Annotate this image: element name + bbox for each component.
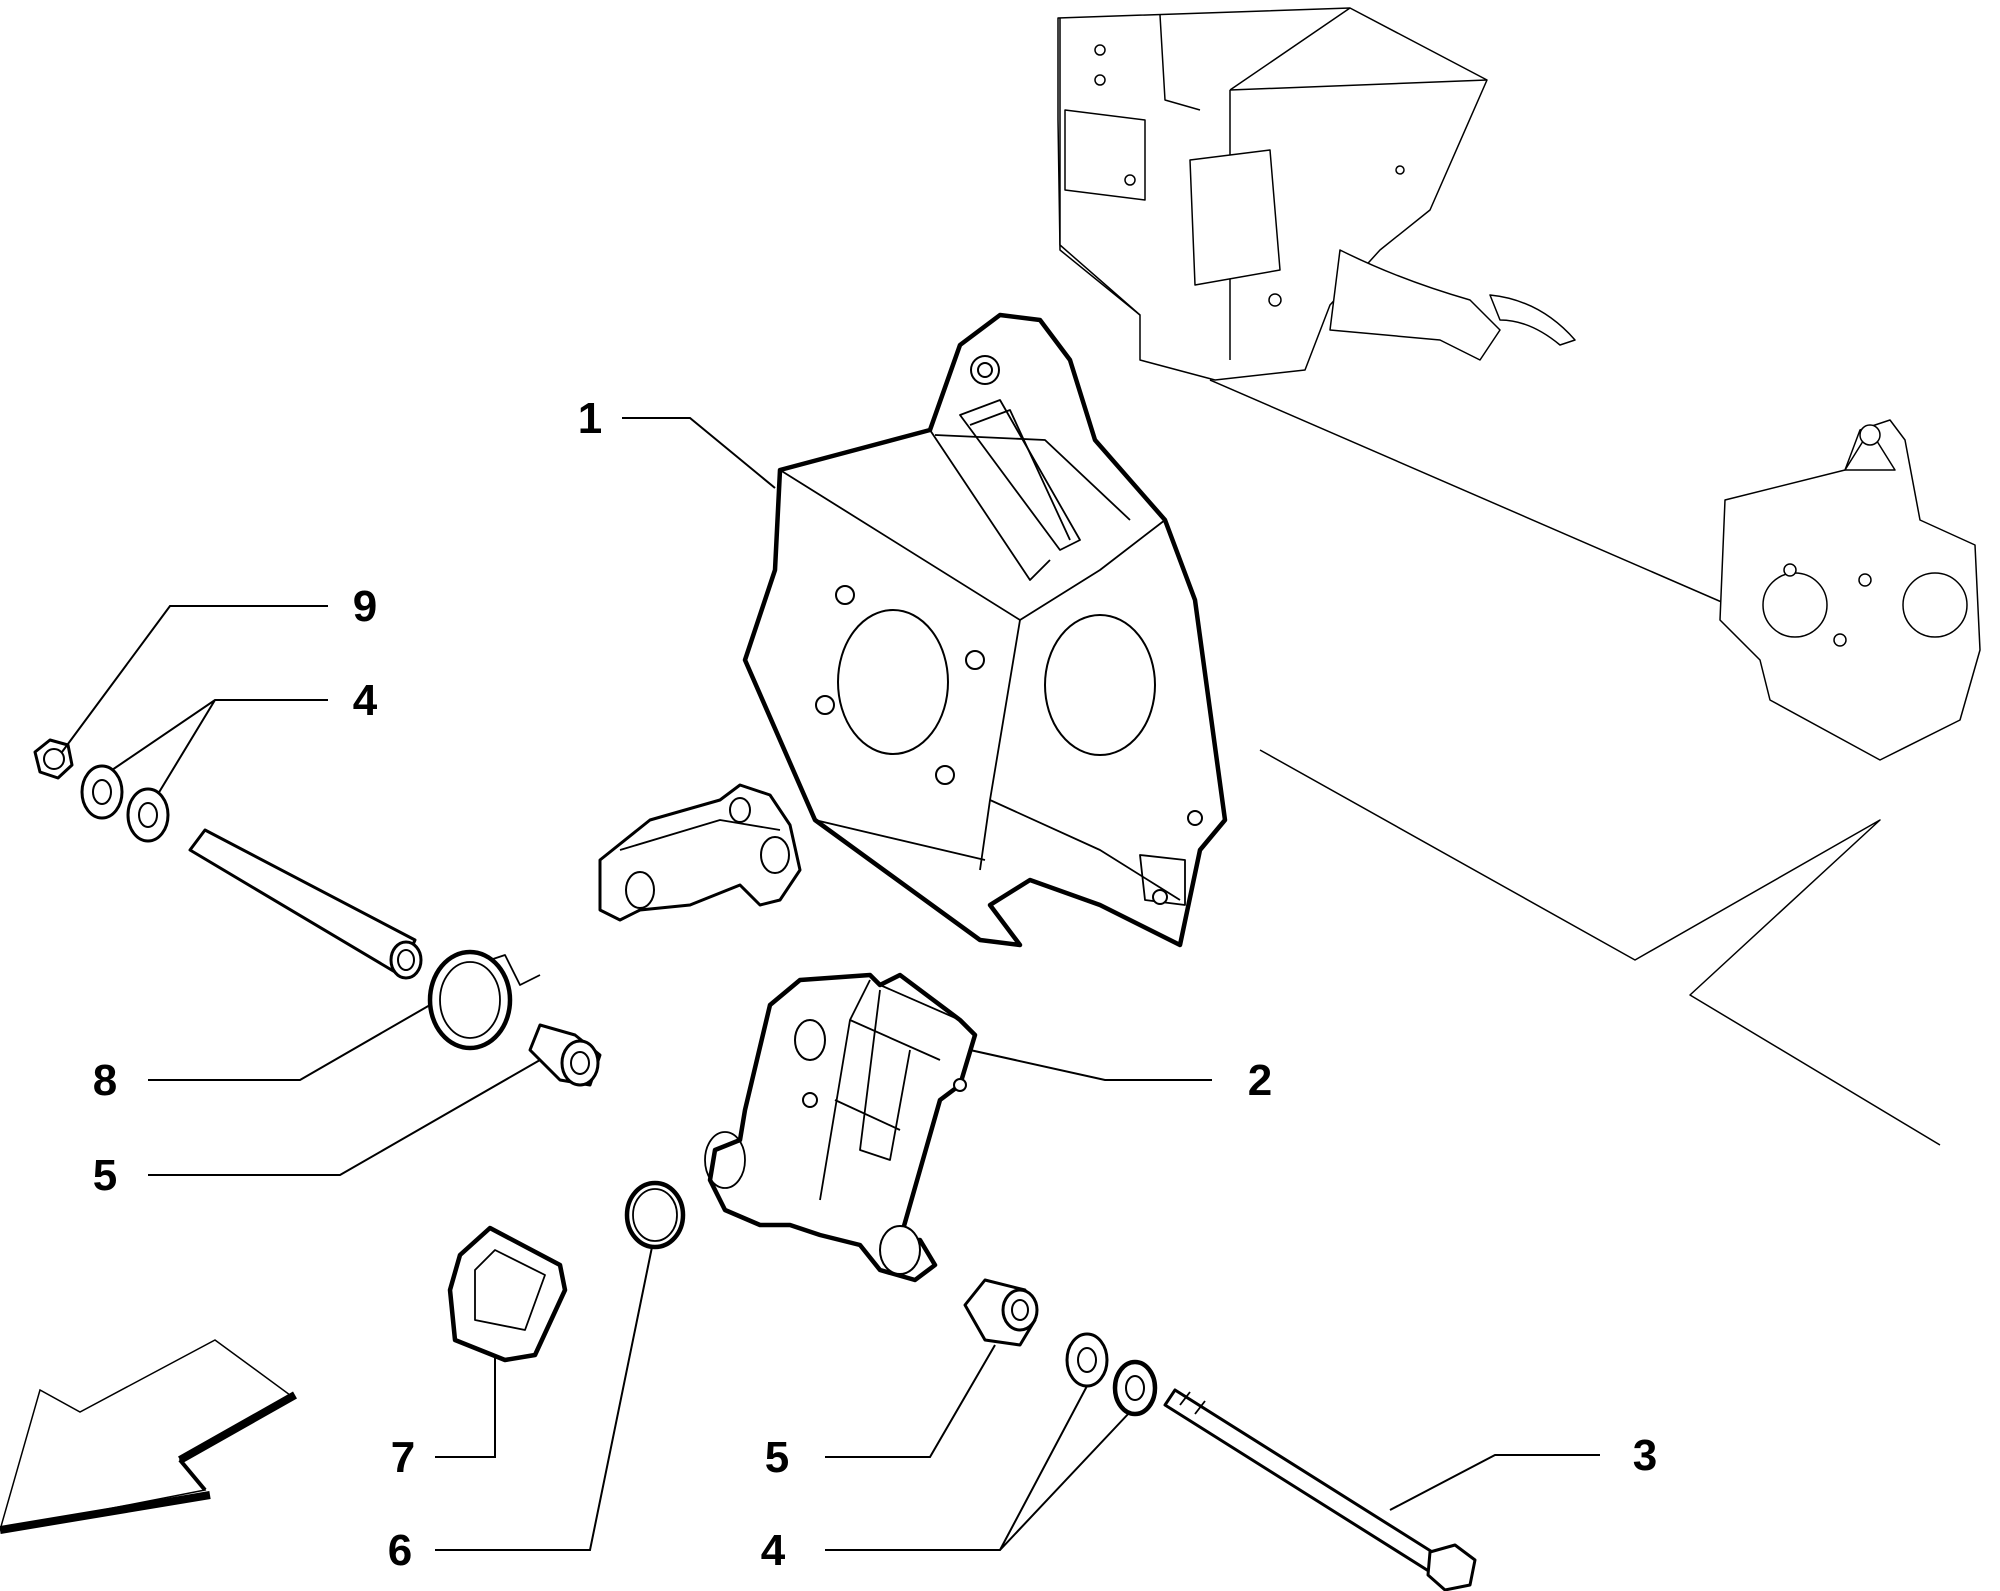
pedal-support-bracket (742, 312, 1228, 948)
pedal-link-arm (598, 783, 802, 922)
callout-4-upper: 4 (353, 676, 378, 725)
leader-9 (61, 605, 328, 753)
leader-4-upper (111, 699, 328, 795)
callout-labels: 1 2 3 4 4 5 5 6 7 8 9 (93, 394, 1657, 1575)
cap-washer (624, 1180, 686, 1250)
callout-6: 6 (388, 1526, 412, 1575)
pivot-pin (188, 828, 423, 980)
callout-3: 3 (1633, 1431, 1657, 1480)
front-direction-arrow-icon (0, 1339, 297, 1534)
callout-5-upper: 5 (93, 1151, 117, 1200)
leader-7 (435, 1355, 496, 1458)
leader-3 (1389, 1454, 1600, 1511)
callout-5-lower: 5 (765, 1433, 789, 1482)
leader-1 (622, 417, 776, 489)
washer-pair-lower (1065, 1332, 1158, 1417)
bush-upper (528, 1023, 602, 1087)
callout-8: 8 (93, 1056, 117, 1105)
leader-2 (969, 1049, 1212, 1081)
washer-pair-upper (80, 764, 170, 843)
vehicle-context-assembly (1057, 7, 1981, 1146)
callout-4-lower: 4 (761, 1526, 786, 1575)
leader-4-lower (825, 1385, 1131, 1551)
pedal-pad (447, 1225, 568, 1363)
callout-9: 9 (353, 582, 377, 631)
callout-2: 2 (1248, 1056, 1272, 1105)
leader-5-upper (148, 1059, 541, 1176)
leader-8 (148, 1004, 431, 1081)
callout-1: 1 (578, 394, 602, 443)
pivot-bolt (1163, 1388, 1477, 1591)
pedal-pivot-housing (704, 972, 978, 1283)
leader-lines (61, 417, 1600, 1551)
return-spring (427, 949, 541, 1051)
leader-6 (435, 1246, 653, 1551)
bush-lower (963, 1278, 1039, 1347)
leader-5-lower (825, 1344, 996, 1458)
callout-7: 7 (391, 1433, 415, 1482)
